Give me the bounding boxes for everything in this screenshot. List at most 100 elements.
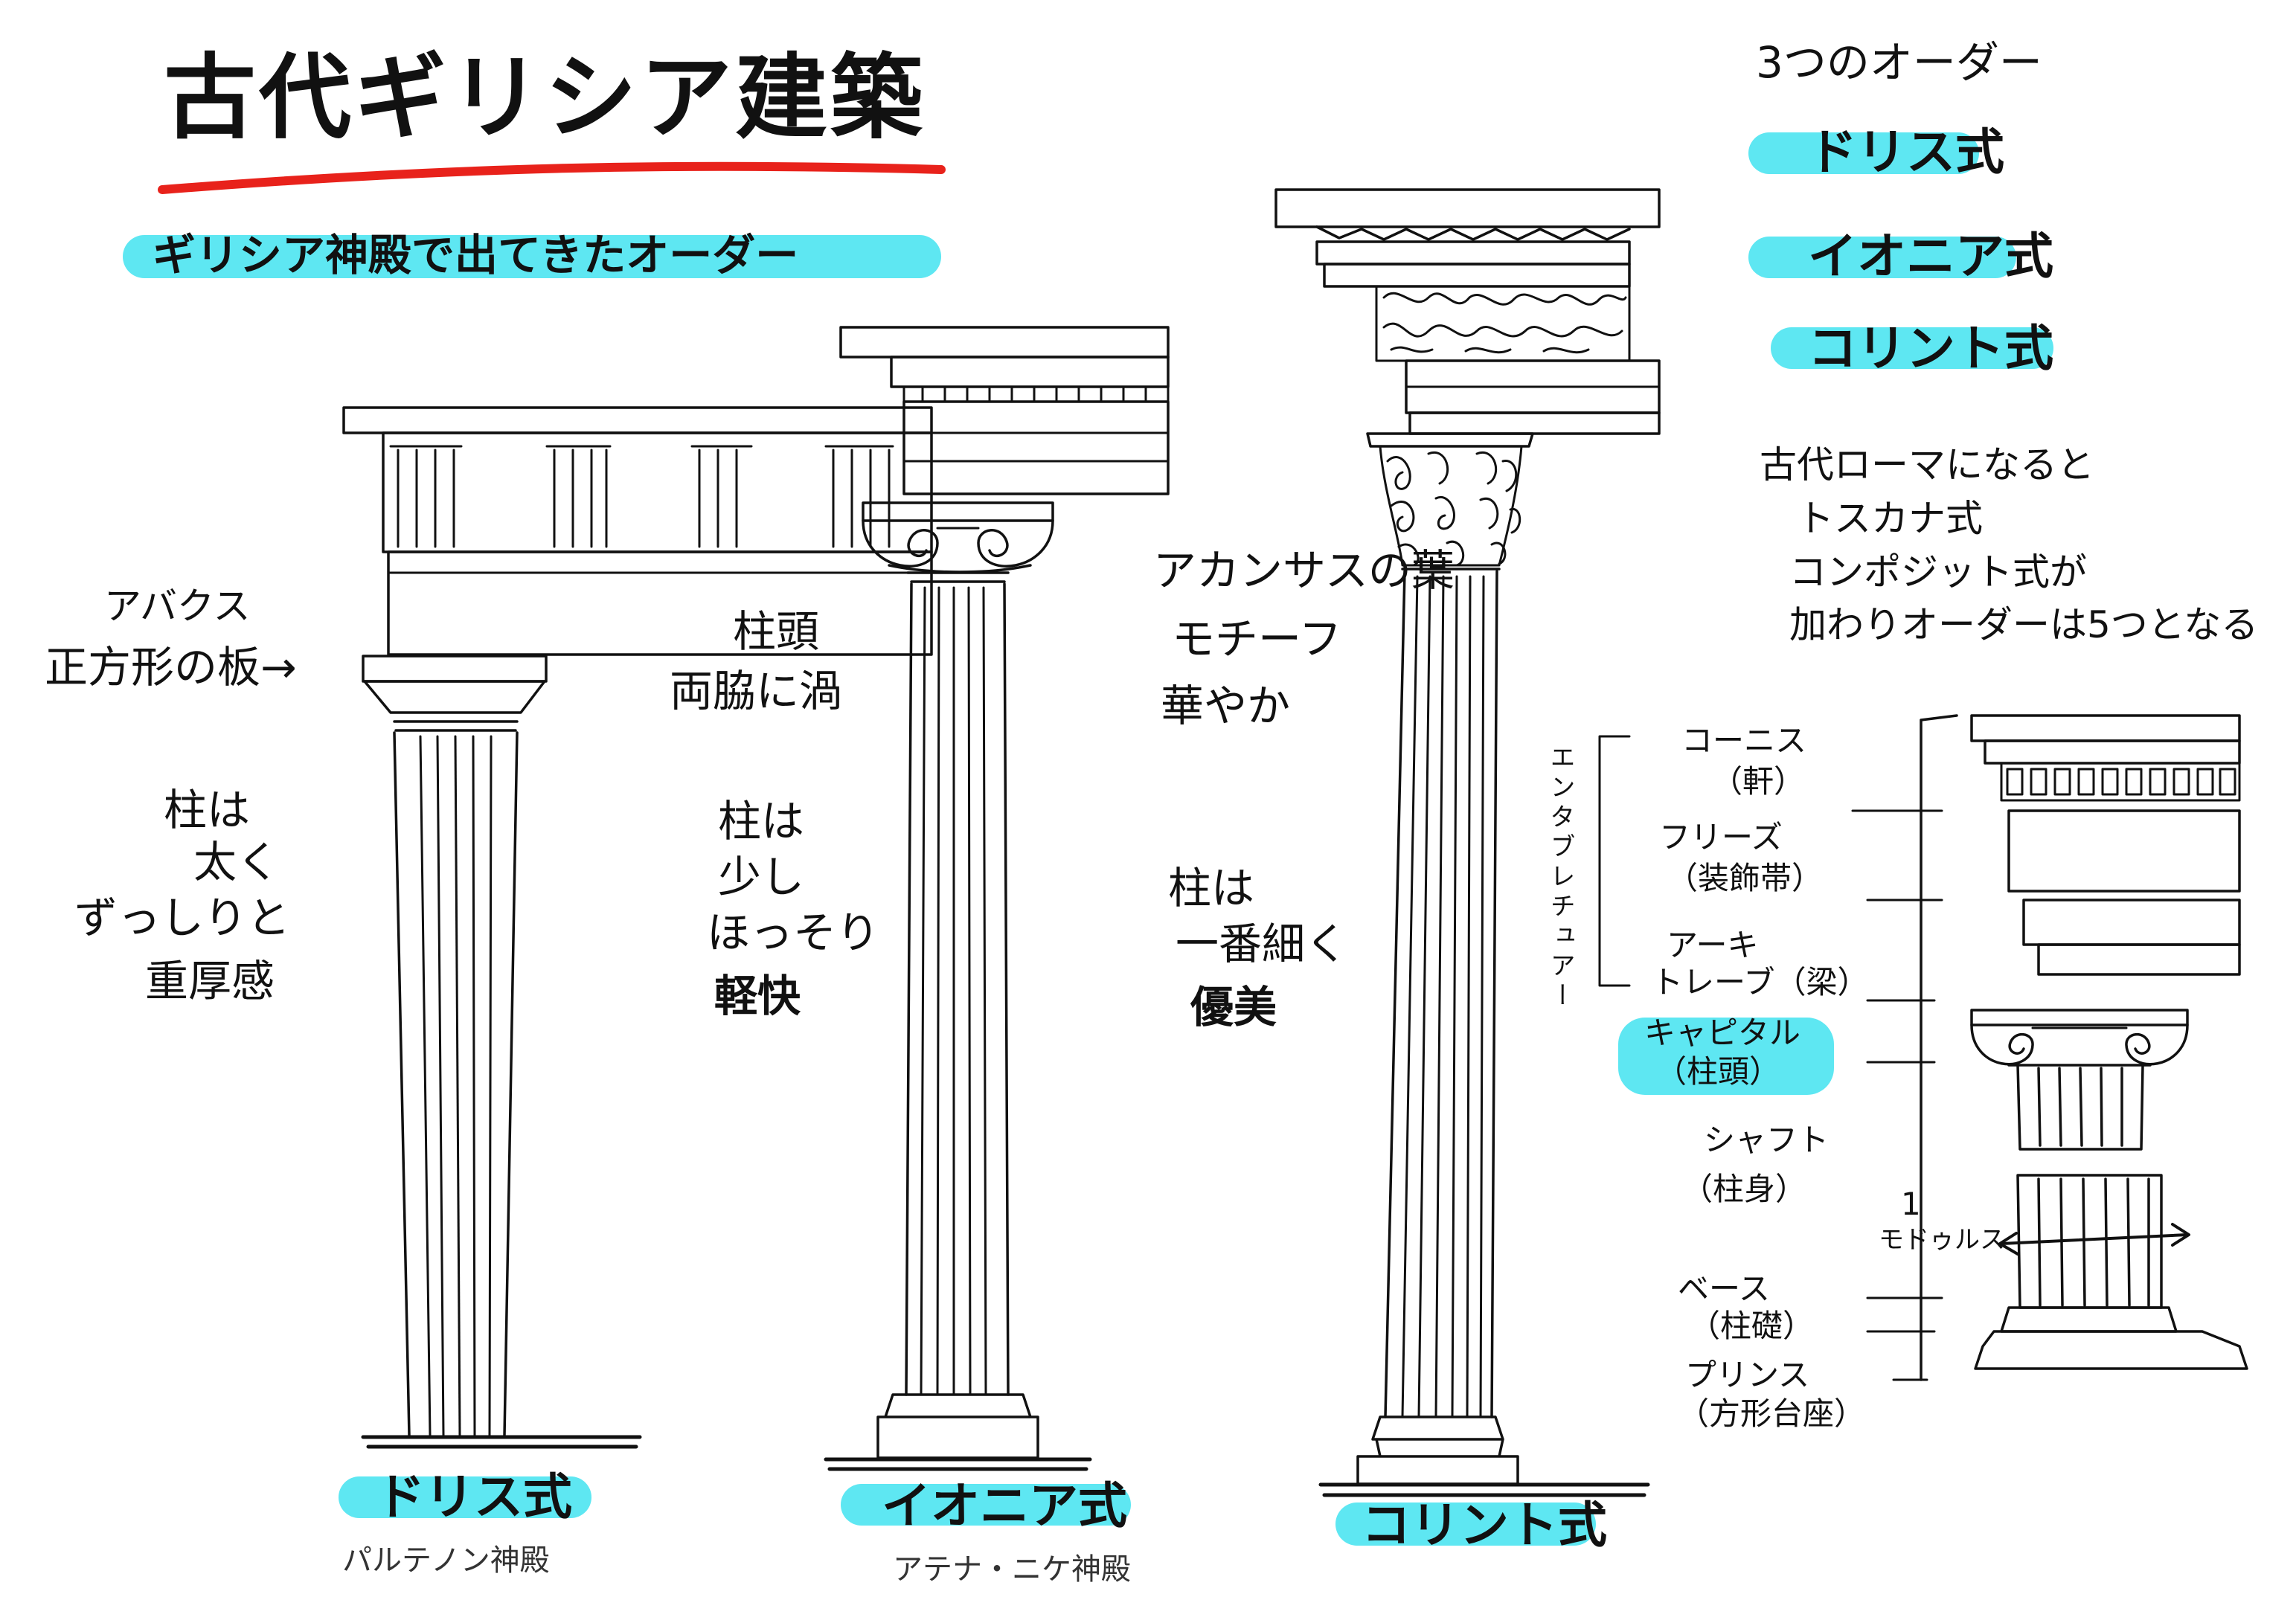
orders-heading: 3つのオーダー <box>1756 37 2042 88</box>
highlight-orders-ionic <box>1748 237 2016 278</box>
doric-shaft <box>393 731 519 1437</box>
doric-echinus <box>363 680 546 714</box>
corinthian-acanthus-line-1: アカンサスの葉 <box>1153 545 1455 596</box>
part-architrave-sub: トレーブ（梁） <box>1652 964 1869 1000</box>
ionic-desc-line-3: ほっそり <box>707 907 880 958</box>
corinthian-column <box>1274 188 1661 1497</box>
corinthian-acanthus-line-2: モチーフ <box>1172 614 1342 664</box>
anatomy-capital <box>1970 1009 2189 1067</box>
orders-note-line-1: 古代ローマになると <box>1760 443 2094 486</box>
ionic-temple: アテナ・ニケ神殿 <box>893 1552 1131 1587</box>
anatomy-dentils <box>2000 762 2241 802</box>
module-number: 1 <box>1901 1186 1921 1222</box>
corinthian-desc-line-2: 一番細く <box>1176 919 1349 969</box>
part-plinth-sub: （方形台座） <box>1678 1395 1866 1432</box>
part-frieze-sub: （装飾帯） <box>1667 860 1824 896</box>
highlight-ionic-label <box>841 1484 1131 1526</box>
corinthian-desc-line-3: 優美 <box>1190 982 1277 1032</box>
part-plinth-name: プリンス <box>1685 1357 1810 1393</box>
page-title: 古代ギリシア建築 <box>164 45 926 152</box>
ionic-capital-note: 両脇に渦 <box>670 666 843 716</box>
highlight-marks <box>123 132 2053 1546</box>
doric-ground <box>361 1435 642 1449</box>
orders-note-line-3: コンポジット式が <box>1789 550 2087 594</box>
anatomy-shaft-upper <box>2016 1064 2144 1151</box>
anatomy-plinth <box>1974 1330 2248 1370</box>
anatomy-cornice <box>1970 714 2241 742</box>
anatomy-base <box>2000 1306 2178 1333</box>
ionic-capital-label: 柱頭 <box>733 606 820 657</box>
doric-abacus <box>362 655 548 683</box>
highlight-orders-doric <box>1748 132 1979 174</box>
ionic-volute-capital <box>862 501 1054 583</box>
corinthian-frieze <box>1375 285 1631 362</box>
part-base-name: ベース <box>1678 1270 1770 1307</box>
doric-desc-line-2: 太く <box>193 837 280 887</box>
highlight-capital-label <box>1618 1018 1834 1095</box>
anatomy-diagram <box>1598 714 2248 1381</box>
orders-note-line-2: トスカナ式 <box>1797 497 1983 540</box>
part-base-sub: （柱礎） <box>1689 1308 1815 1344</box>
anatomy-frieze <box>2007 809 2241 893</box>
corinthian-base <box>1356 1415 1519 1485</box>
part-shaft-sub: （柱身） <box>1681 1171 1807 1207</box>
doric-abacus-label: アバクス <box>104 585 251 628</box>
doric-frieze <box>382 431 933 553</box>
orders-item-doric: ドリス式 <box>1808 123 2004 181</box>
ionic-desc-line-1: 柱は <box>718 796 805 846</box>
corinthian-label: コリント式 <box>1362 1497 1607 1554</box>
module-label: モドゥルス <box>1879 1225 2005 1255</box>
title-underline <box>158 161 946 194</box>
doric-abacus-note: 正方形の板→ <box>45 642 297 692</box>
ionic-desc-line-4: 軽快 <box>714 971 801 1021</box>
doric-triglyphs <box>389 445 894 548</box>
doric-desc-line-1: 柱は <box>164 785 251 835</box>
corinthian-ground <box>1318 1482 1650 1497</box>
ionic-desc-line-2: 少し <box>718 852 805 902</box>
ionic-corona <box>890 356 1170 388</box>
doric-column <box>342 406 933 1449</box>
anatomy-architrave <box>2022 899 2241 946</box>
corinthian-cymatium <box>1315 225 1631 241</box>
doric-label: ドリス式 <box>376 1468 572 1526</box>
highlight-corinthian-label <box>1335 1503 1596 1546</box>
doric-desc-line-4: 重厚感 <box>145 956 275 1006</box>
corinthian-flutes <box>1401 575 1485 1418</box>
part-shaft-name: シャフト <box>1704 1122 1830 1158</box>
part-architrave-name: アーキ <box>1667 927 1759 963</box>
ionic-dentils <box>902 385 1170 403</box>
corinthian-acanthus-capital <box>1366 432 1534 571</box>
part-capital-name: キャピタル <box>1644 1015 1801 1051</box>
ionic-shaft <box>905 582 1010 1396</box>
part-cornice-sub: （軒） <box>1711 763 1806 800</box>
doric-flutes <box>419 735 493 1437</box>
part-frieze-name: フリーズ <box>1659 819 1783 855</box>
doric-cornice <box>342 406 933 434</box>
ionic-label: イオニア式 <box>882 1477 1127 1534</box>
ionic-ground <box>824 1457 1092 1471</box>
doric-desc-line-3: ずっしりと <box>74 893 291 943</box>
page-subtitle: ギリシア神殿で出てきたオーダー <box>153 230 799 280</box>
highlight-doric-label <box>339 1476 591 1518</box>
measurement-bar <box>1920 714 1958 1381</box>
orders-note-line-4: 加わりオーダーは5つとなる <box>1789 603 2259 646</box>
corinthian-cornice <box>1274 188 1661 228</box>
highlight-orders-corinthian <box>1771 327 2053 369</box>
entablature-bracket <box>1598 735 1631 987</box>
corinthian-desc-line-1: 柱は <box>1168 863 1255 913</box>
doric-architrave <box>387 550 933 656</box>
ionic-architrave <box>902 400 1170 495</box>
ionic-flutes <box>920 586 987 1396</box>
doric-temple: パルテノン神殿 <box>342 1543 550 1578</box>
measurement-ticks <box>1851 809 1943 1381</box>
ionic-column <box>824 326 1170 1471</box>
part-cornice-name: コーニス <box>1681 722 1807 759</box>
orders-item-corinthian: コリント式 <box>1808 320 2053 377</box>
ionic-cornice <box>839 326 1170 359</box>
orders-item-ionic: イオニア式 <box>1808 228 2053 285</box>
part-capital-sub: （柱頭） <box>1655 1053 1781 1090</box>
corinthian-acanthus-line-3: 華やか <box>1161 681 1291 731</box>
entablature-label: エンタブレチュアー <box>1545 744 1575 1012</box>
highlight-subtitle <box>123 235 941 278</box>
